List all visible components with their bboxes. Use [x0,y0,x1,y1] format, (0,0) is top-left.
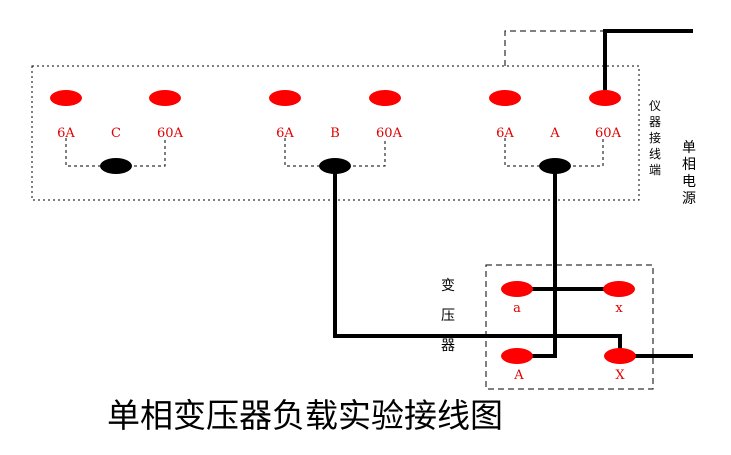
transformer-terminal-a-upper[interactable] [501,348,533,364]
terminal-a-60a[interactable] [589,90,621,106]
transformer-box [485,264,654,390]
connector-c[interactable] [100,158,132,174]
label-a-6a: 6A [496,126,514,141]
label-c-60a: 60A [157,126,184,141]
power-supply-label: 单相电源 [682,140,696,207]
phase-label-c: C [111,126,121,141]
transformer-label: 变压器 [441,278,455,354]
instrument-terminal-box [31,65,640,201]
power-supply-label-text: 单相电源 [682,140,696,207]
transformer-label-a-lower: a [513,301,521,316]
label-c-6a: 6A [57,126,75,141]
diagram-title: 单相变压器负载实验接线图 [107,396,503,435]
transformer-terminal-x-lower[interactable] [603,281,635,297]
transformer-label-x-lower: x [615,301,623,316]
lead-c [65,138,166,167]
instrument-side-label: 仪器接线端 [649,99,661,177]
phase-label-a: A [549,126,560,141]
connector-b[interactable] [319,158,351,174]
terminal-a-6a[interactable] [489,90,521,106]
instrument-terminals [50,90,621,106]
transformer-terminal-x-upper[interactable] [604,348,636,364]
wire-a-to-transformer [517,167,557,358]
connectors [100,158,571,174]
transformer-terminals [501,281,636,364]
transformer-terminal-a-lower[interactable] [501,281,533,297]
power-source-dashed-box [504,30,603,66]
transformer-label-text: 变压器 [441,278,455,354]
wire-power-to-60a [603,29,693,98]
terminal-c-60a[interactable] [149,90,181,106]
wire-b-to-transformer [333,167,622,356]
instrument-side-label-text: 仪器接线端 [649,99,661,177]
label-b-60a: 60A [376,126,403,141]
terminal-c-6a[interactable] [50,90,82,106]
label-a-60a: 60A [595,126,622,141]
connector-a[interactable] [539,158,571,174]
terminal-b-6a[interactable] [269,90,301,106]
terminal-b-60a[interactable] [369,90,401,106]
transformer-label-a-upper: A [513,368,524,383]
label-b-6a: 6A [276,126,294,141]
transformer-label-x-upper: X [615,368,625,383]
phase-label-b: B [330,126,340,141]
lead-a [504,138,604,167]
